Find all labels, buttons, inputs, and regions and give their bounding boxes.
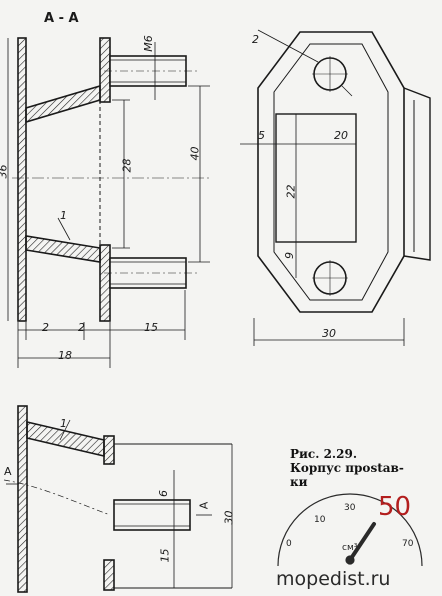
side-view — [3, 405, 233, 593]
dim-right-22: 22 — [284, 184, 298, 199]
dim-bottom-15: 15 — [158, 548, 172, 563]
watermark-gauge — [277, 493, 423, 567]
dim-2-top: 2 — [42, 321, 49, 334]
dim-right-2: 2 — [252, 33, 259, 46]
caption-line-2: Корпус проstав- — [290, 460, 404, 475]
dim-right-9: 9 — [283, 252, 296, 259]
section-view — [7, 37, 210, 368]
caption-line-3: ки — [290, 474, 308, 489]
dim-1: 1 — [60, 209, 67, 222]
site-watermark: mopedist.ru — [276, 568, 391, 590]
dim-bottom-1: 1 — [60, 417, 67, 430]
dim-right-30: 30 — [322, 327, 336, 340]
figure-caption: Рис. 2.29. Корпус проstав- ки — [290, 447, 404, 489]
gauge-unit: см³ — [342, 543, 358, 553]
gauge-tick-70: 70 — [402, 539, 414, 549]
dim-15: 15 — [144, 321, 158, 334]
gauge-tick-10: 10 — [314, 515, 326, 525]
dim-2-bottom: 2 — [78, 321, 85, 334]
dim-bottom-30: 30 — [222, 510, 236, 525]
dim-18: 18 — [58, 349, 72, 362]
dim-36: 36 — [0, 164, 10, 179]
gauge-tick-0: 0 — [286, 539, 292, 549]
thread-label: M6 — [141, 35, 155, 52]
section-mark-a-left: A — [4, 465, 12, 478]
front-view — [240, 29, 431, 346]
dim-40: 40 — [188, 146, 202, 161]
dim-right-5: 5 — [258, 129, 265, 142]
gauge-value: 50 — [378, 492, 412, 522]
gauge-tick-30: 30 — [344, 503, 356, 513]
section-mark-a-right: A — [197, 501, 211, 510]
dim-28: 28 — [120, 158, 134, 173]
dim-bottom-6: 6 — [157, 490, 170, 497]
caption-line-1: Рис. 2.29. — [290, 447, 357, 461]
section-label: A - A — [44, 11, 79, 26]
dim-right-20: 20 — [334, 129, 348, 142]
